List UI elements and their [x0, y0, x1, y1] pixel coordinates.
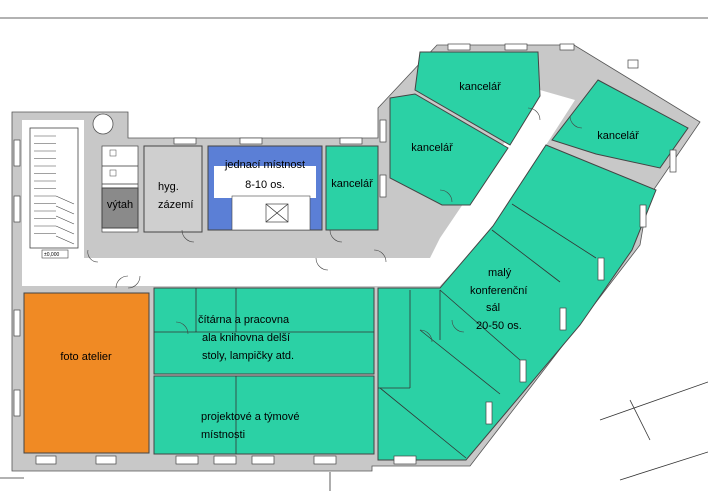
studio-label: foto atelier	[60, 351, 112, 363]
conference-label-line1: malý	[488, 267, 512, 279]
conference-label-line4: 20-50 os.	[476, 320, 522, 332]
office-top	[414, 51, 541, 146]
photo-studio	[23, 292, 150, 454]
stair-step	[55, 215, 75, 225]
office-small-label: kancelář	[331, 178, 373, 190]
office-small	[325, 145, 379, 231]
stair-step	[55, 235, 75, 245]
hygiene-room	[143, 145, 203, 233]
stair-step	[55, 205, 75, 215]
stair-step	[55, 225, 75, 235]
reading-partitions	[154, 288, 374, 333]
site-lines	[0, 17, 708, 491]
conference-label-line3: sál	[486, 302, 500, 314]
lift-label: výtah	[107, 199, 133, 211]
project-label-line2: místnosti	[201, 429, 245, 441]
project-label-line1: projektové a týmové	[201, 411, 299, 423]
reading-label-line2: ala knihovna delší	[202, 332, 290, 344]
office-mid	[389, 93, 509, 206]
conference-label-line2: konferenční	[470, 285, 527, 297]
staircase	[29, 127, 79, 259]
hygiene-label-line1: hyg.	[158, 181, 179, 193]
meeting-label-line1: jednací místnost	[224, 159, 305, 171]
lift-room	[101, 187, 139, 229]
project-rooms	[153, 375, 375, 455]
reading-label-line1: čítárna a pracovna	[198, 314, 290, 326]
level-mark: ±0,000	[44, 252, 59, 258]
hygiene-label-line2: zázemí	[158, 199, 193, 211]
conference-partitions	[378, 203, 597, 459]
office-top-label: kancelář	[459, 81, 501, 93]
reading-label-line3: stoly, lampičky atd.	[202, 350, 294, 362]
meeting-label-line2: 8-10 os.	[245, 179, 285, 191]
column	[92, 113, 114, 135]
windows	[13, 43, 677, 465]
office-right-label: kancelář	[597, 130, 639, 142]
stair-step	[55, 195, 75, 205]
reading-room	[153, 287, 375, 375]
office-mid-label: kancelář	[411, 142, 453, 154]
office-right	[551, 79, 689, 169]
door-swings	[87, 107, 583, 343]
